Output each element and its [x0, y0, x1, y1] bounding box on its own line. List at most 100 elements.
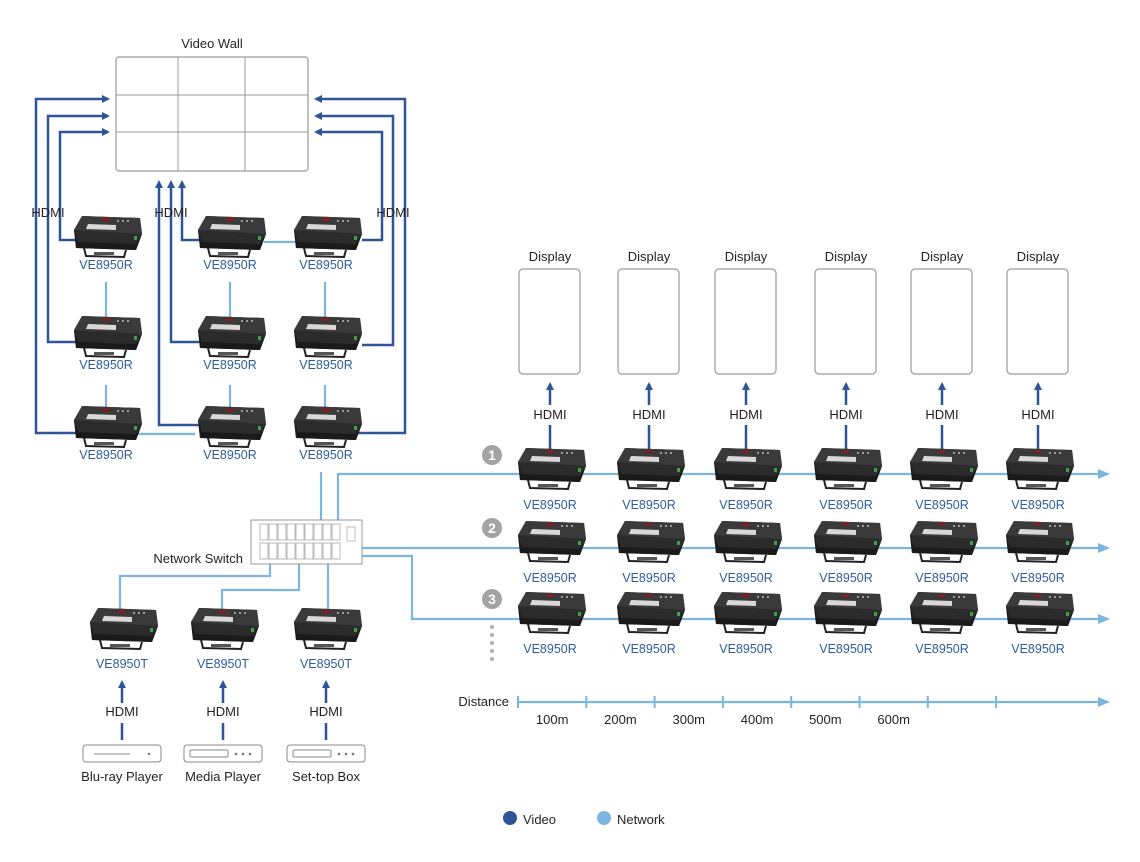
chain-badge [482, 518, 502, 538]
distance-tick-label: 600m [877, 712, 910, 727]
transmitter-model-label: VE8950T [197, 657, 249, 671]
hdmi-label: HDMI [729, 407, 762, 422]
receiver-model-label: VE8950R [819, 571, 873, 585]
media-player-icon [183, 744, 263, 763]
display-label: Display [825, 249, 868, 264]
display-screen [814, 268, 877, 375]
receiver-device [293, 315, 363, 358]
receiver-device [73, 215, 143, 258]
hdmi-label: HDMI [925, 407, 958, 422]
switch-port [286, 523, 296, 541]
video-wall-title: Video Wall [181, 36, 243, 51]
switch-port [331, 542, 341, 560]
distance-tick-label: 100m [536, 712, 569, 727]
switch-port [268, 542, 278, 560]
receiver-model-label: VE8950R [203, 258, 257, 272]
switch-port [313, 542, 323, 560]
source-device-label: Media Player [185, 769, 262, 784]
distance-tick-label: 500m [809, 712, 842, 727]
receiver-device [1005, 520, 1075, 563]
receiver-device [616, 447, 686, 490]
switch-port [277, 542, 287, 560]
receiver-model-label: VE8950R [203, 448, 257, 462]
receiver-device [517, 520, 587, 563]
chain-badge [482, 589, 502, 609]
receiver-device [1005, 591, 1075, 634]
receiver-model-label: VE8950R [203, 358, 257, 372]
display-screen [1006, 268, 1069, 375]
receiver-model-label: VE8950R [1011, 571, 1065, 585]
hdmi-label: HDMI [309, 704, 342, 719]
legend-network-swatch [597, 811, 611, 825]
receiver-model-label: VE8950R [622, 642, 676, 656]
legend-video-label: Video [523, 812, 556, 827]
receiver-device [713, 591, 783, 634]
receiver-model-label: VE8950R [1011, 498, 1065, 512]
chain-badge-number: 2 [488, 520, 496, 536]
chain-badge-number: 1 [488, 447, 496, 463]
receiver-device [1005, 447, 1075, 490]
more-chains-dot [489, 632, 495, 638]
receiver-device [909, 591, 979, 634]
receiver-model-label: VE8950R [915, 498, 969, 512]
receiver-model-label: VE8950R [523, 642, 577, 656]
receiver-device [813, 591, 883, 634]
legend-video-swatch [503, 811, 517, 825]
receiver-device [517, 591, 587, 634]
transmitter-device [89, 607, 159, 650]
receiver-device [517, 447, 587, 490]
receiver-model-label: VE8950R [719, 498, 773, 512]
receiver-device [616, 591, 686, 634]
switch-port [304, 542, 314, 560]
transmitter-model-label: VE8950T [96, 657, 148, 671]
network-links-wall [104, 240, 327, 436]
legend: Video Network [503, 811, 665, 827]
hdmi-label: HDMI [533, 407, 566, 422]
receiver-model-label: VE8950R [299, 358, 353, 372]
display-label: Display [725, 249, 768, 264]
chain-badge [482, 445, 502, 465]
legend-network-label: Network [617, 812, 665, 827]
set-top-box-icon [286, 744, 366, 763]
network-switch [250, 519, 363, 565]
receiver-device [813, 520, 883, 563]
receiver-device [616, 520, 686, 563]
source-device-label: Set-top Box [292, 769, 360, 784]
switch-port [304, 523, 314, 541]
more-chains-dot [489, 640, 495, 646]
more-chains-dot [489, 648, 495, 654]
receiver-device [197, 215, 267, 258]
video-wall [115, 56, 309, 172]
receiver-model-label: VE8950R [79, 448, 133, 462]
switch-port [286, 542, 296, 560]
transmitter-model-label: VE8950T [300, 657, 352, 671]
display-screen [617, 268, 680, 375]
chain-badge-number: 3 [488, 591, 496, 607]
video-links-left [34, 95, 110, 435]
receiver-model-label: VE8950R [523, 498, 577, 512]
receiver-model-label: VE8950R [915, 571, 969, 585]
hdmi-label-middle: HDMI [154, 205, 187, 220]
receiver-device [197, 405, 267, 448]
receiver-device [713, 520, 783, 563]
hdmi-label-right: HDMI [376, 205, 409, 220]
receiver-device [713, 447, 783, 490]
receiver-model-label: VE8950R [523, 571, 577, 585]
receiver-device [73, 405, 143, 448]
more-chains-dot [489, 624, 495, 630]
receiver-model-label: VE8950R [622, 571, 676, 585]
display-label: Display [628, 249, 671, 264]
switch-port [313, 523, 323, 541]
display-screen [714, 268, 777, 375]
switch-port [322, 542, 332, 560]
hdmi-label: HDMI [632, 407, 665, 422]
receiver-model-label: VE8950R [719, 571, 773, 585]
